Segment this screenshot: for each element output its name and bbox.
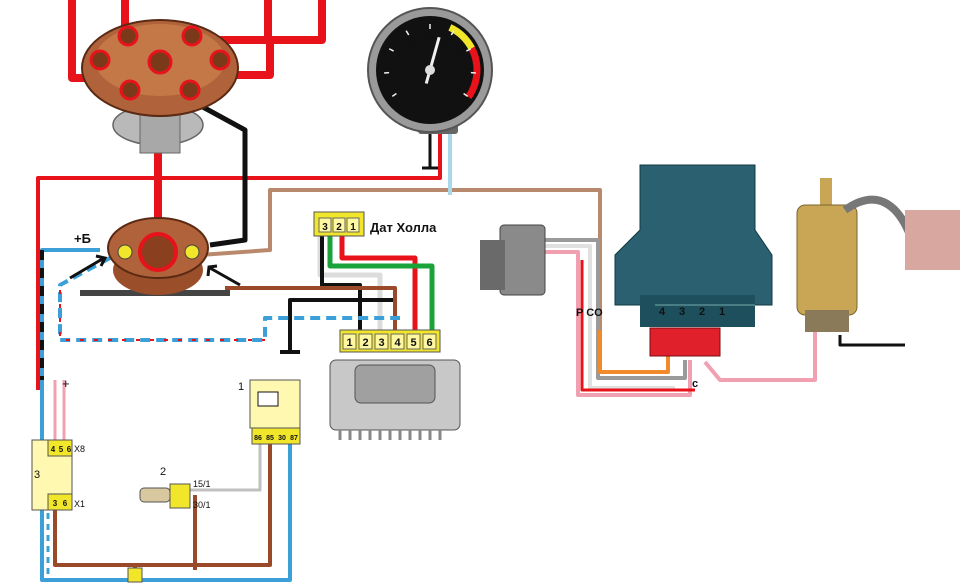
tach-tick-60: 60 (453, 50, 463, 60)
wire-blue-red-dash (58, 256, 400, 342)
conn-bot-pin-6: 6 (63, 499, 68, 508)
ign-number: 2 (160, 466, 166, 478)
tach-tick-70: 70 (457, 67, 467, 77)
ignition-module: 4 3 2 1 P CO c (576, 164, 773, 390)
wire-red-long (36, 130, 442, 390)
plus-sign: + (62, 376, 70, 391)
wire-pink-left (53, 380, 66, 440)
wire-black-vacuum (188, 97, 248, 248)
switch-pin-box (374, 333, 389, 350)
wire-white (545, 244, 675, 390)
tach-yellow (448, 24, 475, 51)
ign-term-1: 15/1 (193, 479, 211, 489)
switch-pin-box (342, 333, 357, 350)
wire-darkred (580, 260, 695, 392)
switch-pin-box (358, 333, 373, 350)
wire-pink-1 (545, 250, 692, 397)
module-pins: 4 3 2 1 (659, 306, 725, 318)
wire-red-blue-dash (59, 290, 265, 341)
wire-gray (545, 238, 687, 380)
relay-number: 1 (238, 381, 244, 393)
conn-number: 3 (34, 469, 40, 481)
wire-relay-gray (165, 440, 262, 492)
cylinder-coil (796, 178, 960, 332)
tach-tick-20: 20 (397, 50, 407, 60)
tach-tick-mark (466, 48, 472, 52)
wire-hall-green (327, 232, 435, 350)
switch-pin-3: 3 (378, 337, 384, 349)
rco-label: P CO (576, 307, 603, 319)
tach-tick-0: 0 (401, 83, 406, 93)
ground-symbol (280, 320, 300, 354)
module-pin-3: 3 (679, 306, 685, 318)
c-terminal-label: c (692, 378, 698, 390)
hall-pin-1: 1 (350, 222, 356, 233)
switch-pin-box (422, 333, 437, 350)
switch-pin-5: 5 (410, 337, 416, 349)
wire-hall-red (339, 232, 418, 350)
conn-bot-pin-3: 3 (53, 499, 58, 508)
arrow-right-icon (209, 266, 241, 287)
tach-tick-80: 80 (451, 83, 461, 93)
relay-terms: 86 85 30 87 (254, 435, 298, 442)
tach-needle (424, 36, 441, 84)
tach-tick-10: 10 (393, 67, 403, 77)
hall-pin-2: 2 (336, 222, 342, 233)
relay-term-30: 30 (278, 435, 286, 442)
wire-coil-ground (838, 335, 905, 347)
relay-term-86: 86 (254, 435, 262, 442)
wire-brown (225, 286, 397, 350)
module-pin-2: 2 (699, 306, 705, 318)
wire-pink-2 (703, 330, 817, 382)
switch-pin-6: 6 (426, 337, 432, 349)
hall-sensor-label: Дат Холла (370, 220, 437, 235)
switch-pin-2: 2 (362, 337, 368, 349)
hall-sensor-connector: 3 2 1 Дат Холла (313, 211, 437, 237)
conn-top-pin-4: 4 (51, 445, 56, 454)
conn-top-pin-6: 6 (67, 445, 72, 454)
tach-redline (465, 46, 481, 99)
wire-bottom-brown (53, 440, 272, 575)
speed-sensor (480, 224, 546, 296)
tach-tick-40: 40 (425, 33, 435, 43)
conn-bot-tag: X1 (74, 499, 85, 509)
hall-pin-3: 3 (322, 222, 328, 233)
conn-top-tag: X8 (74, 444, 85, 454)
tach-tick-mark (405, 30, 410, 36)
wire-blue-black-dash (40, 248, 292, 582)
tach-tick-30: 30 (408, 38, 418, 48)
tach-tick-50: 50 (442, 38, 452, 48)
tach-tick-mark (388, 48, 394, 52)
relay-term-85: 85 (266, 435, 274, 442)
module-pin-1: 1 (719, 306, 725, 318)
switch-pin-box (406, 333, 421, 350)
ign-term-2: 30/1 (193, 500, 211, 510)
tach-tick-mark (463, 92, 469, 97)
switch-pin-box (390, 333, 405, 350)
tach-tick-mark (450, 30, 455, 36)
arrow-left-icon (69, 256, 105, 280)
relay: 86 85 30 87 1 (238, 379, 301, 445)
module-pin-4: 4 (659, 306, 666, 318)
distributor-cap (81, 19, 239, 154)
tach-ground-icon (422, 134, 438, 170)
ignition-coil: +Б (69, 217, 241, 296)
plus-b-label: +Б (74, 231, 91, 246)
tach-tick-mark (391, 92, 397, 97)
ignition-switch: 2 15/1 30/1 (139, 466, 211, 510)
switch-pin-1: 1 (346, 337, 352, 349)
relay-term-87: 87 (290, 435, 298, 442)
wire-orange (598, 330, 670, 374)
conn-top-pin-5: 5 (59, 445, 64, 454)
switch-pin-4: 4 (394, 337, 401, 349)
